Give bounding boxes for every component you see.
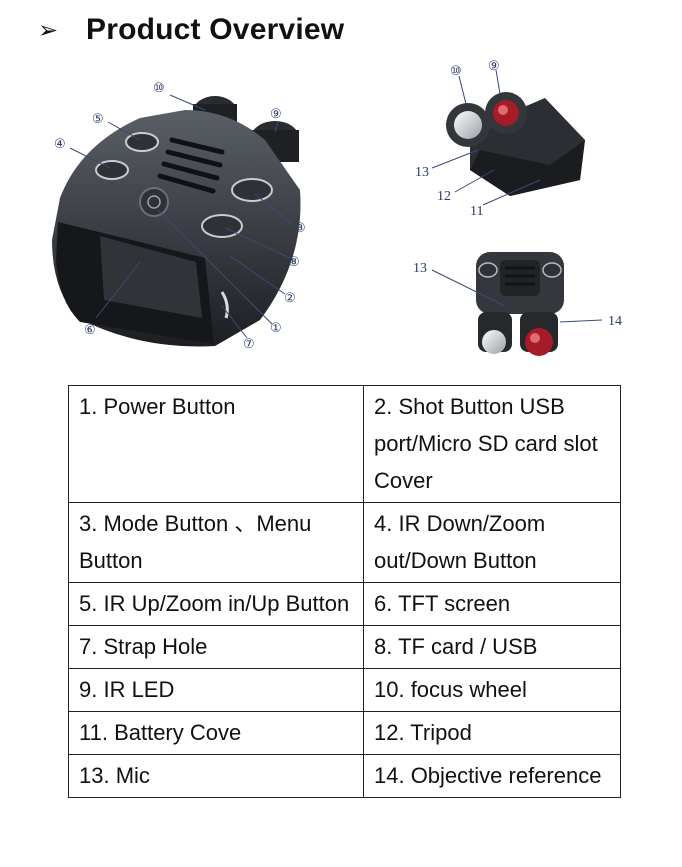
- section-heading: ➢ Product Overview: [38, 10, 344, 50]
- callout-12-front: 12: [437, 189, 451, 204]
- callout-10: ⑩: [153, 80, 165, 95]
- table-cell: 3. Mode Button 、Menu Button: [68, 502, 364, 583]
- callout-9: ⑨: [270, 106, 282, 121]
- callout-13-top: 13: [413, 261, 427, 276]
- callout-7: ⑦: [243, 336, 255, 351]
- main-callout-lines: [69, 94, 293, 339]
- page-title: Product Overview: [86, 13, 345, 46]
- callout-14-top: 14: [608, 314, 622, 329]
- callout-5: ⑤: [92, 111, 104, 126]
- front-callout-labels: ⑩ ⑨ 13 12 11: [415, 58, 500, 219]
- callout-13-front: 13: [415, 165, 429, 180]
- callout-1: ①: [270, 320, 282, 335]
- table-cell: 8. TF card / USB: [363, 625, 621, 669]
- table-cell: 1. Power Button: [68, 385, 364, 503]
- table-row: 9. IR LED 10. focus wheel: [68, 668, 621, 712]
- table-row: 7. Strap Hole 8. TF card / USB: [68, 625, 621, 669]
- table-cell: 2. Shot Button USB port/Micro SD card sl…: [363, 385, 621, 503]
- front-callout-lines: [431, 69, 541, 206]
- main-callout-labels: ⑩ ⑨ ⑤ ④ ③ ⑧ ② ⑥ ① ⑦: [54, 80, 306, 351]
- table-row: 13. Mic 14. Objective reference: [68, 754, 621, 798]
- table-cell: 4. IR Down/Zoom out/Down Button: [363, 502, 621, 583]
- top-view-image: [476, 252, 564, 356]
- callout-6: ⑥: [84, 322, 96, 337]
- table-cell: 10. focus wheel: [363, 668, 621, 712]
- callout-2: ②: [284, 290, 296, 305]
- callout-8: ⑧: [288, 254, 300, 269]
- table-cell: 7. Strap Hole: [68, 625, 364, 669]
- table-cell: 5. IR Up/Zoom in/Up Button: [68, 582, 364, 626]
- table-row: 5. IR Up/Zoom in/Up Button 6. TFT screen: [68, 582, 621, 626]
- table-cell: 14. Objective reference: [363, 754, 621, 798]
- parts-table: 1. Power Button 2. Shot Button USB port/…: [68, 385, 621, 798]
- table-row: 3. Mode Button 、Menu Button 4. IR Down/Z…: [68, 502, 621, 583]
- table-cell: 9. IR LED: [68, 668, 364, 712]
- table-cell: 12. Tripod: [363, 711, 621, 755]
- callout-4: ④: [54, 136, 66, 151]
- table-cell: 13. Mic: [68, 754, 364, 798]
- front-view-image: [446, 92, 585, 196]
- top-view-callout-lines: [431, 269, 603, 323]
- table-cell: 11. Battery Cove: [68, 711, 364, 755]
- table-row: 11. Battery Cove 12. Tripod: [68, 711, 621, 755]
- arrow-bullet-icon: ➢: [38, 16, 59, 44]
- callout-9-front: ⑨: [488, 58, 500, 73]
- top-view-callout-labels: 13 14: [413, 261, 622, 329]
- main-binocular-image: [52, 96, 301, 347]
- table-cell: 6. TFT screen: [363, 582, 621, 626]
- callout-10-front: ⑩: [450, 63, 462, 78]
- callout-3: ③: [294, 220, 306, 235]
- product-illustration: ⑩ ⑨ ⑤ ④ ③ ⑧ ② ⑥ ① ⑦ ⑩ ⑨ 13 12 11: [52, 58, 622, 356]
- callout-11-front: 11: [470, 204, 483, 219]
- table-row: 1. Power Button 2. Shot Button USB port/…: [68, 385, 621, 503]
